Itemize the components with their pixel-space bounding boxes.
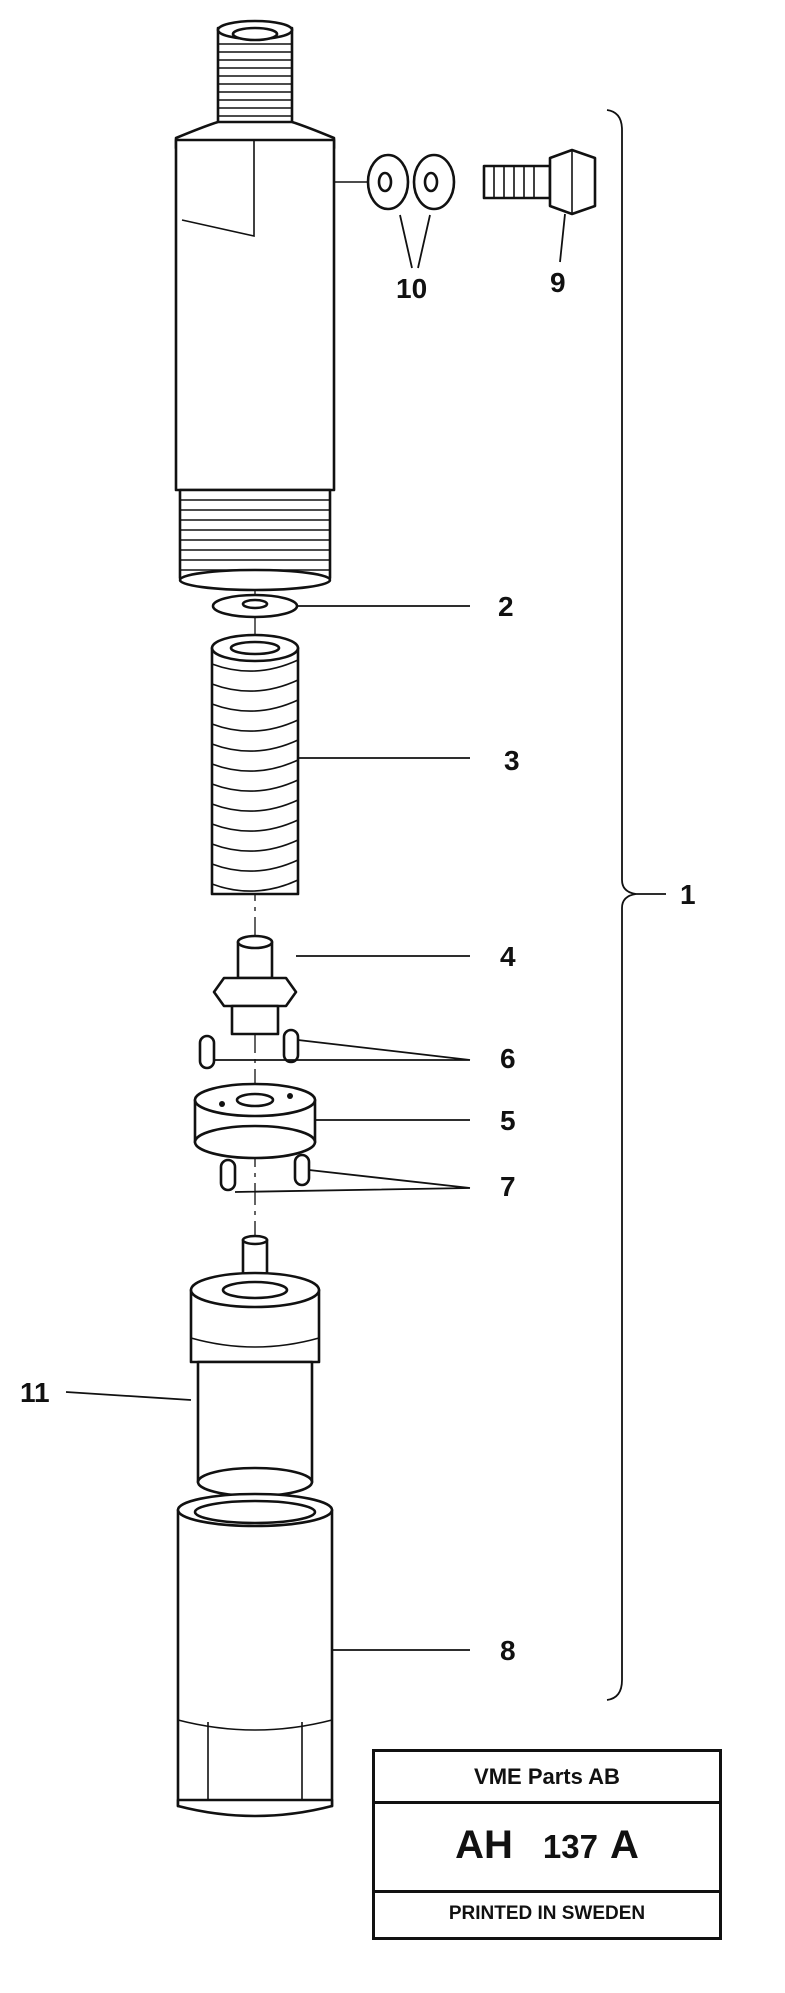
callout-8: 8 bbox=[500, 1635, 516, 1666]
title-block-drawing-id: AH 137 A bbox=[375, 1801, 719, 1893]
callout-4: 4 bbox=[500, 941, 516, 972]
callout-2: 2 bbox=[498, 591, 514, 622]
leader-lines bbox=[65, 109, 666, 1701]
nozzle-11 bbox=[189, 1234, 321, 1498]
nozzle-nut-8 bbox=[176, 1492, 334, 1818]
callout-10: 10 bbox=[396, 273, 427, 304]
guide-pins-7 bbox=[219, 1153, 311, 1192]
drawing-number: 137 bbox=[542, 1828, 598, 1865]
callout-6: 6 bbox=[500, 1043, 516, 1074]
pressure-spindle-4 bbox=[212, 934, 298, 1036]
title-block: VME Parts AB AH 137 A PRINTED IN SWEDEN bbox=[372, 1749, 722, 1940]
title-block-company: VME Parts AB bbox=[375, 1752, 719, 1804]
drawing-code: AH bbox=[455, 1823, 513, 1867]
callout-labels: 1 2 3 4 5 6 7 8 9 10 11 bbox=[20, 267, 696, 1666]
intermediate-washer-5 bbox=[193, 1082, 317, 1160]
shim-2 bbox=[211, 593, 299, 619]
drawing-revision: A bbox=[609, 1823, 639, 1867]
callout-5: 5 bbox=[500, 1105, 516, 1136]
guide-pins-6 bbox=[198, 1028, 300, 1070]
callout-1: 1 bbox=[680, 879, 696, 910]
callout-9: 9 bbox=[550, 267, 566, 298]
banjo-bolt-9 bbox=[482, 148, 597, 216]
title-block-footer: PRINTED IN SWEDEN bbox=[448, 1903, 646, 1924]
callout-3: 3 bbox=[504, 745, 520, 776]
callout-11: 11 bbox=[20, 1377, 50, 1408]
injector-holder-body bbox=[174, 19, 372, 592]
callout-7: 7 bbox=[500, 1171, 516, 1202]
washers-10 bbox=[366, 153, 456, 211]
pressure-spring-3 bbox=[210, 633, 300, 896]
